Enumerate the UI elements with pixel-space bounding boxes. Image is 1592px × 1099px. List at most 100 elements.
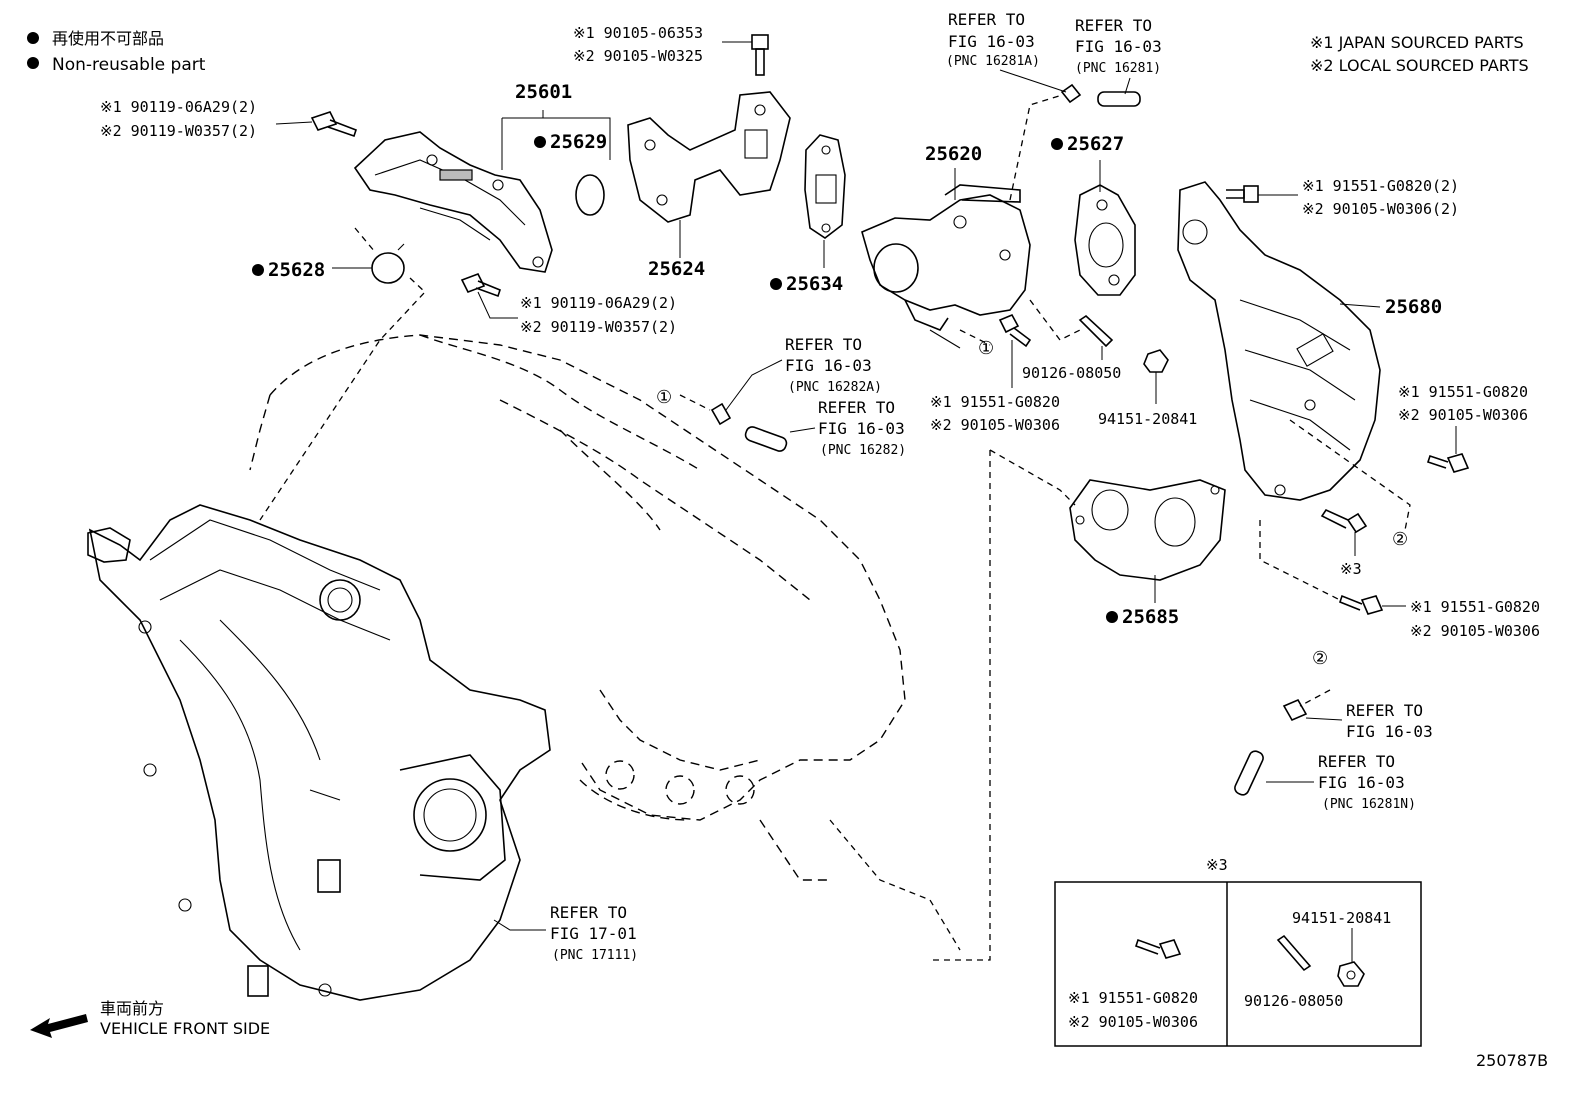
egr-pipe-25601 xyxy=(353,131,553,273)
non-reusable-dot-icon xyxy=(534,136,546,148)
inset-right-1: 94151-20841 xyxy=(1292,909,1391,927)
hose-16281 xyxy=(1097,91,1141,107)
ref3-line2: FIG 16-03 xyxy=(785,356,872,375)
bolt-90119-lower-jp: ※1 90119-06A29(2) xyxy=(520,294,677,312)
ref1-line1: REFER TO xyxy=(948,10,1025,29)
inset-right-2: 90126-08050 xyxy=(1244,992,1343,1010)
non-reusable-dot-icon xyxy=(1051,138,1063,150)
legend: 再使用不可部品 Non-reusable part ※1 JAPAN SOURC… xyxy=(27,29,1529,75)
label-25634: 25634 xyxy=(786,273,843,295)
bolt-90119-upper xyxy=(310,111,358,138)
label-25628: 25628 xyxy=(268,259,325,281)
ref4-line1: REFER TO xyxy=(818,398,895,417)
bolt-90105-right-local: ※2 90105-W0306 xyxy=(1398,406,1528,424)
label-25624: 25624 xyxy=(648,258,705,280)
ref6-line1: REFER TO xyxy=(1318,752,1395,771)
bolt-90105-w0325-local: ※2 90105-W0325 xyxy=(573,47,703,65)
ref7-line1: REFER TO xyxy=(550,903,627,922)
stud-90126 xyxy=(1078,314,1114,348)
gasket-25628 xyxy=(371,252,405,284)
callout-1-b: ① xyxy=(978,338,994,359)
non-reusable-dot-icon xyxy=(770,278,782,290)
hose-clip-lower-right xyxy=(1282,698,1308,722)
circled-callouts: ① ① ② ② xyxy=(656,338,1408,669)
leader-ref2 xyxy=(1124,77,1131,95)
label-25680: 25680 xyxy=(1385,296,1442,318)
bolt-91551-valve xyxy=(998,313,1032,348)
non-reusable-dot-icon xyxy=(1106,611,1118,623)
bolt-90119-lower xyxy=(460,272,501,298)
non-reusable-dot-icon xyxy=(252,264,264,276)
inset-star3: ※3 ※1 91551-G0820 ※2 90105-W0306 94151-2… xyxy=(1054,856,1422,1047)
inset-title: ※3 xyxy=(1206,856,1228,874)
ref7-pnc: (PNC 17111) xyxy=(552,948,638,963)
bolt-91551-cooler-bottom xyxy=(1339,594,1384,615)
part-labels: 25601 25629 25628 25624 25634 25620 2562… xyxy=(252,81,1442,628)
label-25629: 25629 xyxy=(550,131,607,153)
ref4-pnc: (PNC 16282) xyxy=(820,443,906,458)
bolt-90119-upper-local: ※2 90119-W0357(2) xyxy=(100,122,257,140)
gasket-25629 xyxy=(575,174,605,216)
hose-16282 xyxy=(744,426,788,452)
ref4-line2: FIG 16-03 xyxy=(818,419,905,438)
leader-25680 xyxy=(1339,303,1381,308)
label-25620: 25620 xyxy=(925,143,982,165)
bolt-90119-upper-jp: ※1 90119-06A29(2) xyxy=(100,98,257,116)
inset-left-2: ※2 90105-W0306 xyxy=(1068,1013,1198,1031)
source-note-1: ※1 JAPAN SOURCED PARTS xyxy=(1310,33,1524,52)
bolt-91551-bottom-jp: ※1 91551-G0820 xyxy=(1410,598,1540,616)
bolt-90105-top-local: ※2 90105-W0306(2) xyxy=(1302,200,1459,218)
intake-manifold xyxy=(87,504,551,1001)
ref5-line2: FIG 16-03 xyxy=(1346,722,1433,741)
ref2-pnc: (PNC 16281) xyxy=(1075,61,1161,76)
ref1-pnc: (PNC 16281A) xyxy=(946,54,1040,69)
bolt-91551-valve-jp: ※1 91551-G0820 xyxy=(930,393,1060,411)
inset-stud-icon xyxy=(1276,934,1312,972)
bolt-91551-cooler-top xyxy=(1226,185,1259,203)
leader-25601 xyxy=(501,110,611,170)
bolt-star3-label: ※3 xyxy=(1340,560,1362,578)
bolt-90105-bottom-local: ※2 90105-W0306 xyxy=(1410,622,1540,640)
hose-clip-16281A xyxy=(1060,83,1082,104)
bolt-labels: ※1 90119-06A29(2) ※2 90119-W0357(2) ※1 9… xyxy=(100,24,1540,640)
callout-2-a: ② xyxy=(1392,529,1408,550)
ref2-line1: REFER TO xyxy=(1075,16,1152,35)
leader-ref7 xyxy=(493,919,546,931)
callout-2-b: ② xyxy=(1312,648,1328,669)
label-25627: 25627 xyxy=(1067,133,1124,155)
egr-pipe-25624 xyxy=(627,91,791,223)
bolt-90105-valve-local: ※2 90105-W0306 xyxy=(930,416,1060,434)
ref5-line1: REFER TO xyxy=(1346,701,1423,720)
ref6-pnc: (PNC 16281N) xyxy=(1322,797,1416,812)
source-note-2: ※2 LOCAL SOURCED PARTS xyxy=(1310,56,1529,75)
ref1-line2: FIG 16-03 xyxy=(948,32,1035,51)
leader-bolt-lower xyxy=(477,291,518,319)
ref3-line1: REFER TO xyxy=(785,335,862,354)
leader-ref3 xyxy=(725,359,783,411)
assembly-lines xyxy=(259,94,1411,961)
figure-id: 250787B xyxy=(1476,1051,1548,1070)
bolt-90119-lower-local: ※2 90119-W0357(2) xyxy=(520,318,677,336)
label-25685: 25685 xyxy=(1122,606,1179,628)
bolt-90105-06353 xyxy=(751,34,769,76)
bolt-star3 xyxy=(1320,508,1368,534)
vehicle-front-indicator: 車両前方 VEHICLE FRONT SIDE xyxy=(30,999,270,1038)
ref7-line2: FIG 17-01 xyxy=(550,924,637,943)
engine-block-outline xyxy=(249,334,906,881)
gasket-25634 xyxy=(804,134,846,239)
leader-ref1 xyxy=(999,69,1067,93)
legend-en: Non-reusable part xyxy=(52,55,206,75)
front-arrow-icon xyxy=(30,1014,88,1038)
ref3-pnc: (PNC 16282A) xyxy=(788,380,882,395)
ref2-line2: FIG 16-03 xyxy=(1075,37,1162,56)
bolt-90105-06353-jp: ※1 90105-06353 xyxy=(573,24,703,42)
label-25601: 25601 xyxy=(515,81,572,103)
callout-1-a: ① xyxy=(656,387,672,408)
egr-valve-25620 xyxy=(861,184,1031,349)
stud-90126-label: 90126-08050 xyxy=(1022,364,1121,382)
leader-ref4 xyxy=(789,427,816,433)
leader-bolt-upper xyxy=(275,121,313,125)
bolt-91551-top-jp: ※1 91551-G0820(2) xyxy=(1302,177,1459,195)
front-en: VEHICLE FRONT SIDE xyxy=(100,1019,270,1038)
